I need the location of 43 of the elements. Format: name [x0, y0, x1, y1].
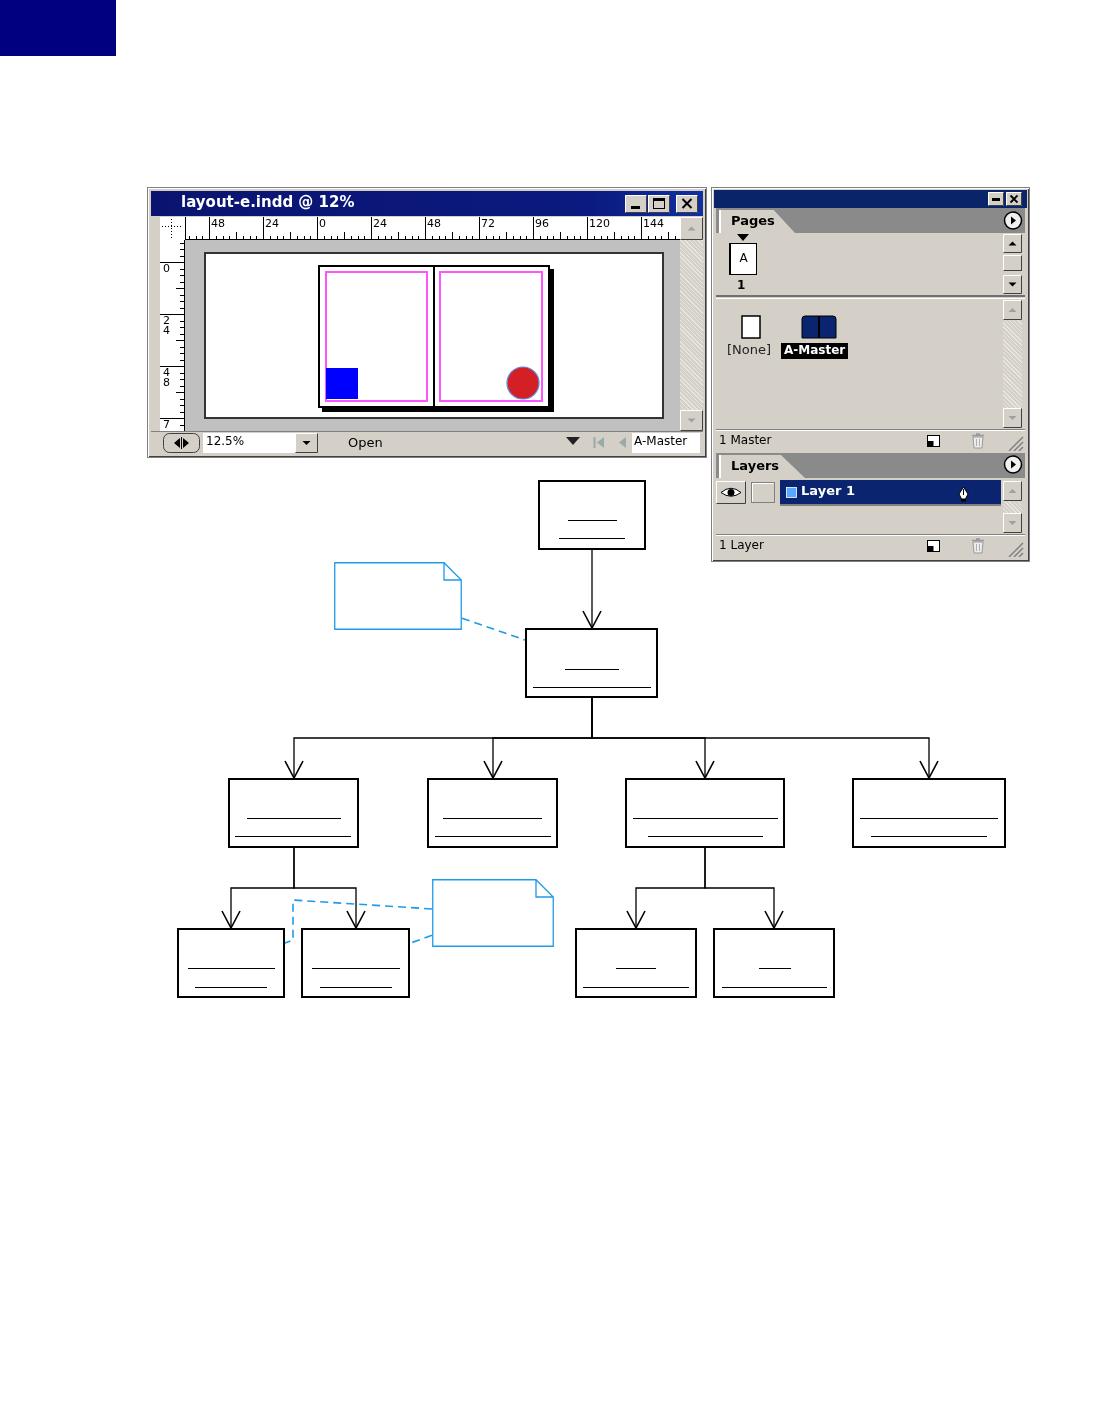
arrow [704, 847, 784, 929]
node-box [228, 778, 359, 848]
node-box [625, 778, 785, 848]
node-box [177, 928, 285, 998]
window-title: layout-e.indd @ 12% [181, 194, 355, 212]
status-text: Open [348, 436, 383, 451]
dashed-line [409, 934, 433, 944]
node-box [525, 628, 658, 698]
layer-name: Layer 1 [801, 484, 855, 499]
ruler-number: 96 [535, 218, 549, 231]
ruler-number: 48 [163, 368, 171, 388]
status-text: 1 Master [719, 434, 772, 448]
node-box [713, 928, 835, 998]
master-label: [None] [727, 343, 772, 358]
page-field: A-Master [632, 433, 700, 453]
dashed-line [461, 617, 526, 641]
note-shape [432, 879, 554, 947]
page-number: 1 [737, 279, 746, 293]
dashed-line [284, 899, 433, 944]
ruler-number: 7 [163, 420, 171, 430]
ruler-number: 0 [163, 264, 171, 274]
ruler-number: 48 [427, 218, 441, 231]
node-box [427, 778, 558, 848]
status-text: 1 Layer [719, 539, 764, 553]
ruler-number: 120 [589, 218, 610, 231]
arrow [293, 847, 366, 929]
node-box [575, 928, 697, 998]
ruler-number: 72 [481, 218, 495, 231]
node-box [538, 480, 646, 550]
arrow [582, 549, 602, 629]
arrow [591, 697, 939, 779]
note-shape [334, 562, 462, 630]
ruler-number: 24 [373, 218, 387, 231]
node-box [852, 778, 1006, 848]
ruler-number: 0 [319, 218, 326, 231]
zoom-field: 12.5% [203, 433, 295, 453]
page-thumbnail: A [729, 243, 757, 275]
ruler-number: 24 [265, 218, 279, 231]
ruler-number: 24 [163, 316, 171, 336]
ruler-number: 48 [211, 218, 225, 231]
ruler-number: 144 [643, 218, 664, 231]
node-box [301, 928, 410, 998]
master-label: A-Master [781, 343, 849, 359]
